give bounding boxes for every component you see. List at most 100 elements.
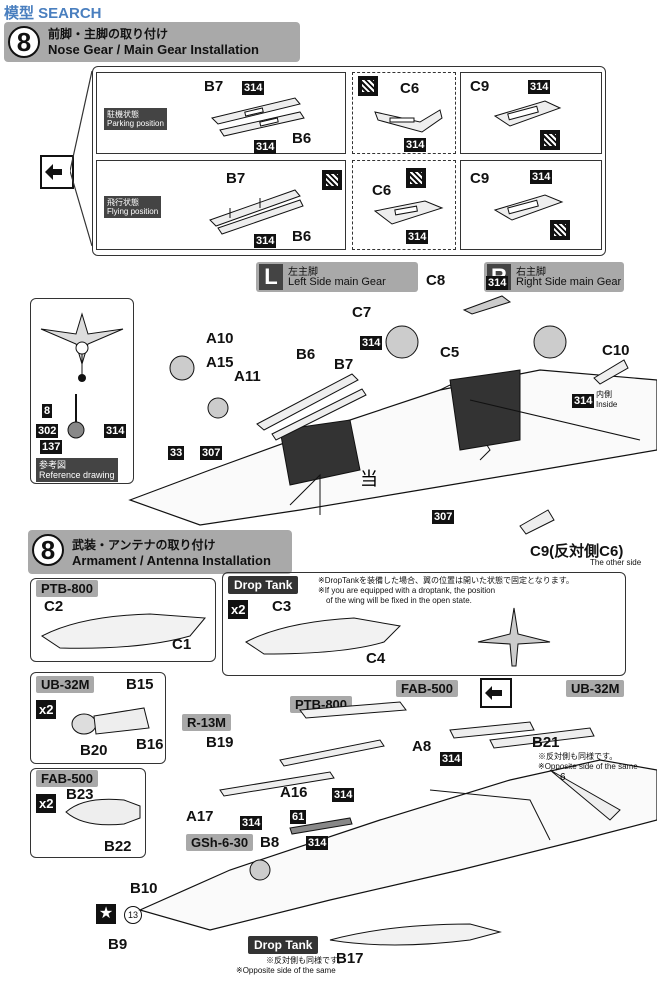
b17-note: ※反対側も同様です。 ※Opposite side of the same [236, 956, 345, 976]
code-314: 314 [360, 336, 383, 350]
parking-position-label: 駐機状態 Parking position [104, 108, 167, 130]
flying-en: Flying position [107, 207, 159, 216]
label-c6-flying: C6 [372, 182, 392, 199]
ub32m-tag-main: UB-32M [566, 680, 625, 697]
code-314: 314 [240, 816, 263, 830]
reference-aircraft-drawing [40, 312, 124, 382]
svg-text:当: 当 [360, 469, 378, 489]
swap-arrow-icon [480, 678, 512, 708]
right-gear-en: Right Side main Gear [516, 276, 622, 288]
step-number: 8 [32, 534, 64, 566]
c6-parking-box [352, 72, 456, 154]
label-b15: B15 [126, 676, 154, 693]
b6-b7-door-parts [256, 373, 367, 441]
ptb800-box [30, 578, 216, 662]
flying-position-label: 飛行状態 Flying position [104, 196, 162, 218]
drop-tank-tag: Drop Tank [228, 576, 299, 594]
fab500-x2: x2 [36, 794, 57, 813]
watermark: 模型 SEARCH [4, 5, 102, 22]
ub32m-x2: x2 [36, 700, 57, 719]
fab500-tag-main: FAB-500 [396, 680, 459, 697]
label-c7: C7 [352, 304, 372, 321]
glue-icon [550, 220, 570, 240]
ref-en: Reference drawing [39, 470, 115, 480]
label-b9: B9 [108, 936, 128, 953]
label-c6-parking: C6 [400, 80, 420, 97]
left-gear-tag: L 左主脚 Left Side main Gear [256, 262, 418, 292]
label-a10: A10 [206, 330, 234, 347]
ub32m-tag: UB-32M [36, 676, 95, 693]
fab500-bomb-drawing [65, 798, 141, 826]
drop-tank-tag-main: Drop Tank [248, 936, 319, 954]
label-b21: B21 [532, 734, 560, 751]
gsh630-tag: GSh-6-30 [186, 834, 254, 851]
label-b6-parking: B6 [292, 130, 312, 147]
code-314: 314 [104, 424, 127, 438]
label-b22: B22 [104, 838, 132, 855]
label-a8: A8 [412, 738, 432, 755]
step-title-en: Armament / Antenna Installation [72, 553, 271, 568]
b17-note-en: ※Opposite side of the same [236, 966, 336, 975]
ref-num-137: 137 [40, 440, 63, 454]
parking-en: Parking position [107, 119, 164, 128]
c9-parking-box [460, 72, 602, 154]
drop-note-en2: of the wing will be fixed in the open st… [326, 596, 472, 605]
nose-gear-strut-drawing [67, 394, 85, 439]
b21-note-en: ※Opposite side of the same [538, 762, 638, 771]
c9-other-part-drawing [519, 509, 555, 535]
label-b10: B10 [130, 880, 158, 897]
inside-label: 内側 Inside [596, 390, 617, 410]
label-b20: B20 [80, 742, 108, 759]
code-314: 314 [406, 230, 429, 244]
drop-note-jp: ※DropTankを装備した場合、翼の位置は開いた状態で固定となります。 [318, 576, 574, 585]
label-c3: C3 [272, 598, 292, 615]
code-314: 314 [306, 836, 329, 850]
right-gear-jp: 右主脚 [516, 267, 546, 278]
aircraft-armament-drawing: 6 [138, 701, 657, 946]
ref-num-33: 33 [168, 446, 185, 460]
c6-flying-drawing [373, 200, 444, 225]
c10-part-drawing [593, 359, 629, 385]
step-title-jp: 前脚・主脚の取り付け [48, 27, 169, 41]
ref-num-307: 307 [432, 510, 455, 524]
step-number: 8 [8, 26, 40, 58]
r13m-tag: R-13M [182, 714, 232, 731]
ref-num-302: 302 [36, 424, 59, 438]
code-314: 314 [242, 81, 265, 95]
ptb800-tag: PTB-800 [36, 580, 99, 597]
reference-drawing-box [30, 298, 134, 484]
code-314: 314 [254, 234, 277, 248]
left-gear-jp: 左主脚 [288, 267, 318, 278]
drop-tank-box [222, 572, 626, 676]
code-314: 314 [404, 138, 427, 152]
left-gear-en: Left Side main Gear [288, 276, 386, 288]
label-b7-parking: B7 [204, 78, 224, 95]
code-314: 314 [486, 276, 509, 290]
c6-parking-drawing [374, 109, 443, 133]
svg-text:6: 6 [560, 772, 566, 783]
inside-en: Inside [596, 400, 618, 409]
label-b6-main: B6 [296, 346, 316, 363]
code-314: 314 [530, 170, 553, 184]
left-gear-letter: L [259, 264, 283, 290]
parking-door-drawing [211, 97, 305, 137]
gear-position-box [92, 66, 606, 256]
step-header-gear: 8 前脚・主脚の取り付け Nose Gear / Main Gear Insta… [4, 22, 300, 62]
step-header-armament: 8 武装・アンテナの取り付け Armament / Antenna Instal… [28, 530, 292, 574]
drop-tank-x2: x2 [228, 600, 249, 619]
step-title-jp: 武装・アンテナの取り付け [72, 538, 216, 552]
label-b16: B16 [136, 736, 164, 753]
code-314: 314 [528, 80, 551, 94]
label-c9-other: C9(反対側C6) [530, 543, 624, 560]
ref-jp: 参考図 [39, 460, 67, 470]
glue-icon [406, 168, 426, 188]
inside-jp: 内側 [596, 390, 612, 399]
label-c8: C8 [426, 272, 446, 289]
label-b6-flying: B6 [292, 228, 312, 245]
label-b17: B17 [336, 950, 364, 967]
fab500-box [30, 768, 146, 858]
label-a16: A16 [280, 784, 308, 801]
bracket-lines [70, 70, 93, 247]
label-b8: B8 [260, 834, 280, 851]
b21-note: ※反対側も同様です。 ※Opposite side of the same [538, 752, 638, 772]
